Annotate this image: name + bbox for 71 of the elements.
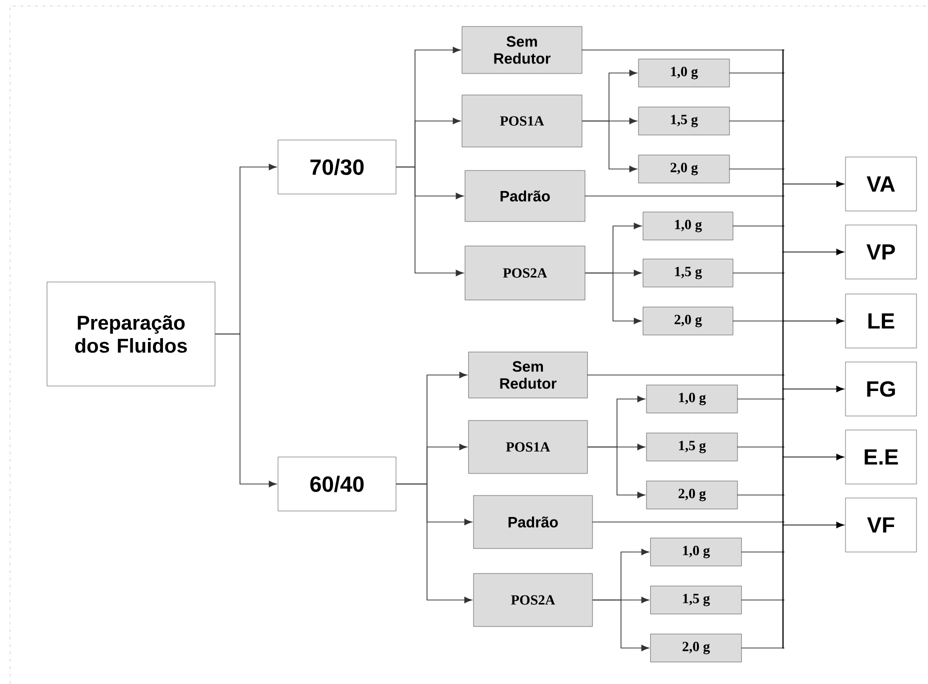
process-box: 1,0 g — [650, 538, 742, 566]
arrow — [582, 120, 638, 172]
process-box: 2,0 g — [646, 480, 738, 510]
process-box: POS1A — [468, 420, 588, 474]
connector-line — [729, 120, 784, 122]
process-box: Sem Redutor — [462, 26, 582, 74]
process-box: 1,0 g — [638, 58, 730, 88]
result-box: Preparação dos Fluidos — [46, 282, 216, 386]
process-box: 1,5 g — [646, 432, 738, 462]
bus-line — [782, 72, 784, 122]
arrow — [782, 318, 844, 324]
process-box: 2,0 g — [650, 634, 742, 662]
arrow — [782, 386, 844, 392]
result-box: 60/40 — [278, 456, 396, 512]
process-box: Padrão — [464, 170, 586, 222]
bus-line — [782, 599, 784, 649]
connector-line — [732, 272, 784, 274]
process-box: POS2A — [464, 246, 586, 300]
bus-line — [782, 320, 784, 376]
process-box: 1,5 g — [638, 106, 730, 136]
result-box: LE — [845, 294, 917, 348]
result-box: FG — [845, 362, 917, 416]
process-box: 1,0 g — [642, 212, 734, 240]
bus-line — [782, 388, 784, 400]
arrow — [584, 272, 642, 324]
bus-line — [782, 49, 784, 74]
connector-line — [737, 494, 784, 496]
bus-line — [782, 225, 784, 253]
bus-line — [782, 374, 784, 390]
bus-line — [782, 521, 784, 526]
bus-line — [782, 524, 784, 553]
arrow — [782, 522, 844, 528]
connector-line — [732, 320, 784, 322]
connector-line — [737, 398, 784, 400]
bus-line — [782, 251, 784, 274]
arrow — [396, 166, 464, 276]
bus-line — [782, 494, 784, 523]
process-box: 2,0 g — [642, 306, 734, 336]
result-box: VF — [845, 498, 917, 552]
connector-line — [729, 168, 784, 170]
result-box: VP — [845, 224, 917, 280]
bus-line — [782, 195, 784, 227]
process-box: 1,5 g — [650, 586, 742, 614]
result-box: 70/30 — [278, 140, 396, 194]
bus-line — [782, 456, 784, 496]
result-box: VA — [845, 156, 917, 212]
bus-line — [782, 446, 784, 458]
arrow — [782, 454, 844, 460]
connector-line — [729, 72, 784, 74]
arrow — [782, 180, 844, 188]
bus-line — [782, 168, 784, 185]
bus-line — [782, 272, 784, 322]
process-box: Sem Redutor — [468, 352, 588, 398]
process-box: Padrão — [473, 495, 593, 549]
process-box: 2,0 g — [638, 154, 730, 184]
bus-line — [782, 183, 784, 197]
arrow — [214, 334, 277, 488]
connector-line — [737, 446, 784, 448]
bus-line — [782, 551, 784, 601]
arrow — [782, 248, 844, 256]
arrow — [592, 600, 650, 652]
connector-line — [587, 374, 784, 376]
process-box: POS2A — [473, 573, 593, 627]
process-box: 1,5 g — [642, 258, 734, 288]
process-box: POS1A — [462, 94, 582, 148]
result-box: E.E — [845, 430, 917, 484]
bus-line — [782, 398, 784, 448]
bus-line — [782, 120, 784, 170]
arrow — [396, 484, 472, 604]
arrow — [587, 446, 646, 498]
process-box: 1,0 g — [646, 384, 738, 414]
